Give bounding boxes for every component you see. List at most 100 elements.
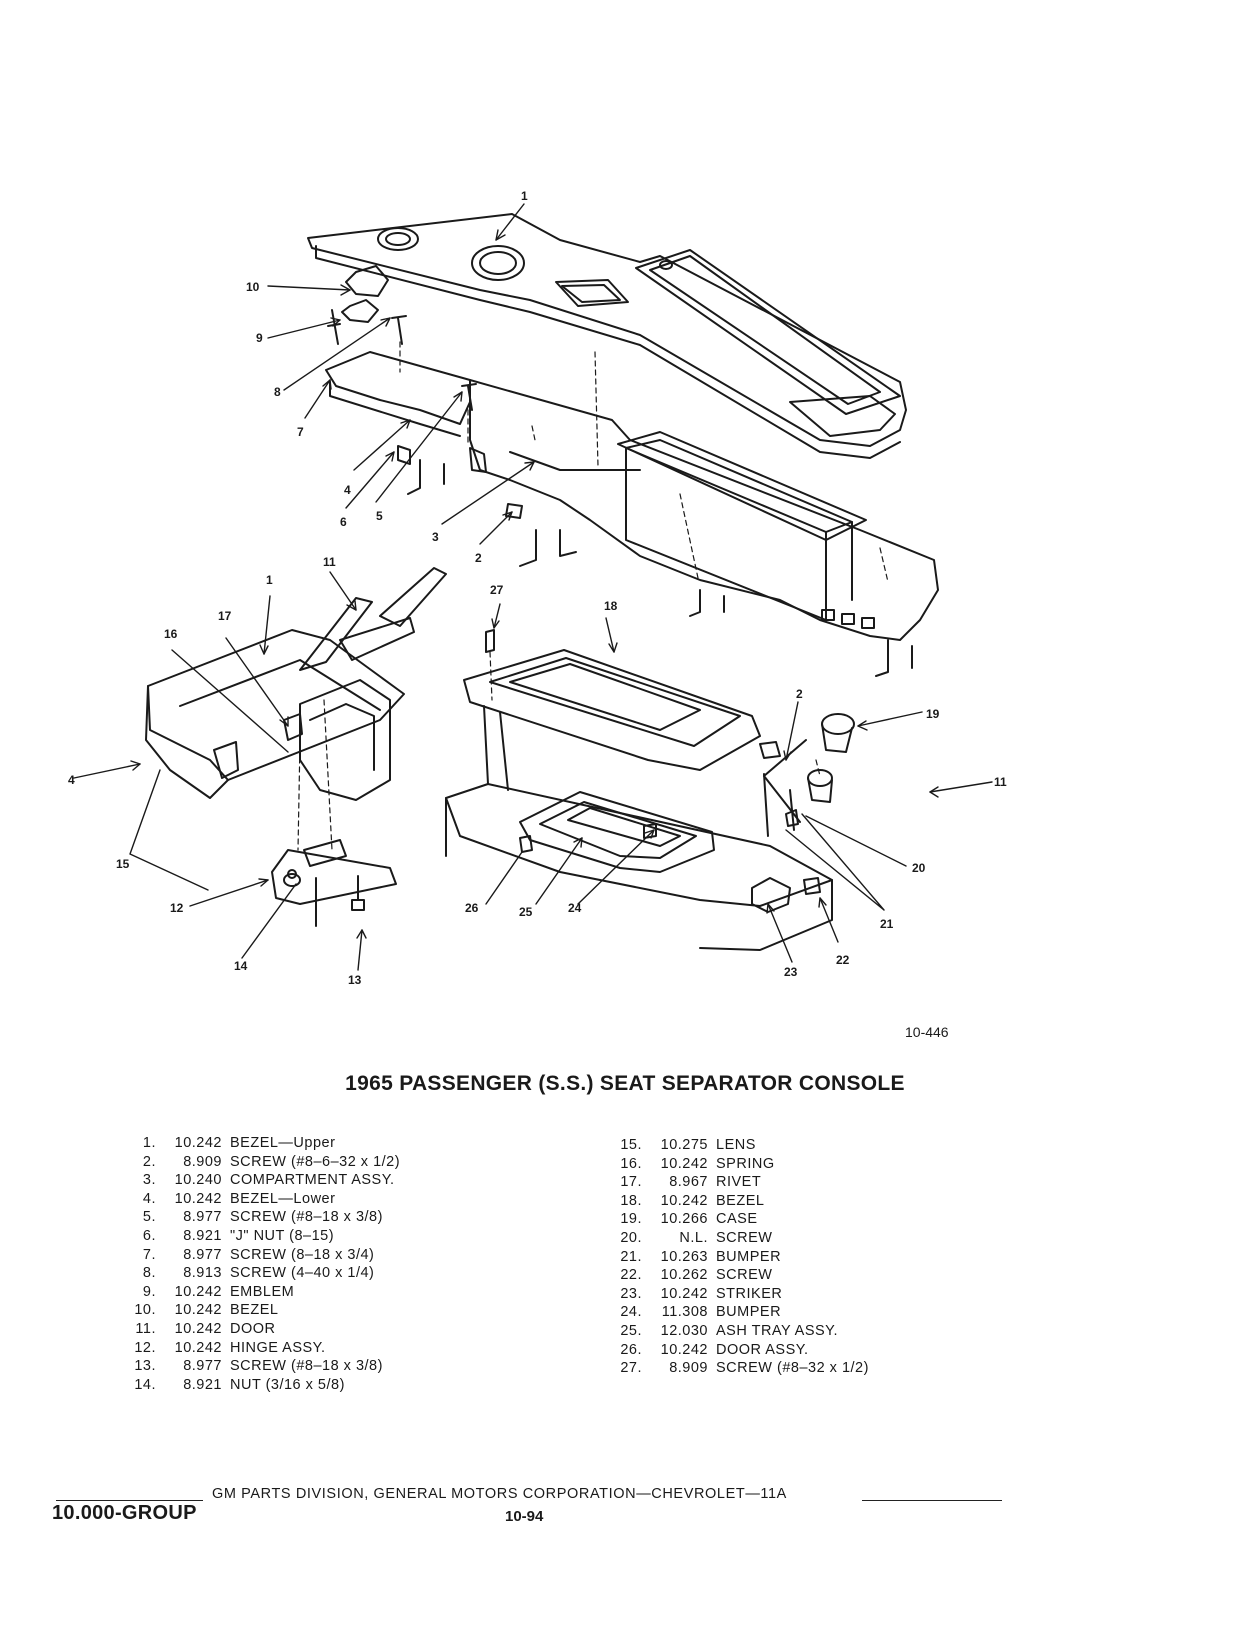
part-description: COMPARTMENT ASSY. — [230, 1172, 395, 1189]
part-number: 4. — [142, 1190, 156, 1207]
part-description: SCREW (#8–32 x 1/2) — [716, 1360, 869, 1377]
page-number: 10-94 — [505, 1508, 544, 1525]
part-description: SCREW (#8–18 x 3/8) — [230, 1358, 383, 1375]
callout-25: 25 — [519, 905, 533, 919]
part-description: SCREW — [716, 1229, 773, 1246]
part-code: N.L. — [679, 1229, 708, 1246]
parts-row: 22. 10.262 SCREW — [614, 1266, 869, 1285]
callout-9: 9 — [256, 331, 263, 345]
callout-1-upper: 1 — [521, 189, 528, 203]
parts-row: 10. 10.242 BEZEL — [128, 1301, 400, 1320]
callout-8: 8 — [274, 385, 281, 399]
callout-26: 26 — [465, 901, 479, 915]
leader-lines — [73, 203, 993, 971]
callout-2-upper: 2 — [475, 551, 482, 565]
lower-cabinet — [445, 705, 833, 951]
part-number: 16. — [620, 1155, 642, 1172]
case-19 — [763, 713, 855, 823]
callout-19: 19 — [926, 707, 940, 721]
part-number: 22. — [620, 1267, 642, 1284]
callout-1-lower: 1 — [266, 573, 273, 587]
small-hardware-upper — [327, 265, 523, 519]
part-description: DOOR — [230, 1320, 276, 1337]
part-number: 23. — [620, 1285, 642, 1302]
callout-6: 6 — [340, 515, 347, 529]
part-description: NUT (3/16 x 5/8) — [230, 1376, 345, 1393]
callout-11-lower: 11 — [994, 775, 1007, 789]
callout-labels: 1 10 9 8 7 4 6 5 3 2 11 1 17 16 27 18 2 … — [68, 189, 1007, 987]
part-number: 21. — [620, 1248, 642, 1265]
callout-7: 7 — [297, 425, 304, 439]
callout-10: 10 — [246, 280, 260, 294]
part-description: SCREW — [716, 1267, 773, 1284]
callout-24: 24 — [568, 901, 582, 915]
callout-22: 22 — [836, 953, 850, 967]
footer-rule-right — [862, 1500, 1002, 1501]
part-number: 20. — [620, 1229, 642, 1246]
part-code: 8.921 — [183, 1227, 222, 1244]
part-code: 12.030 — [660, 1322, 708, 1339]
part-number: 14. — [134, 1376, 156, 1393]
part-number: 17. — [620, 1174, 642, 1191]
part-number: 2. — [142, 1153, 156, 1170]
part-description: BUMPER — [716, 1304, 782, 1321]
part-code: 8.913 — [183, 1265, 222, 1282]
part-description: BEZEL — [230, 1302, 279, 1319]
part-description: BUMPER — [716, 1248, 782, 1265]
part-number: 12. — [134, 1339, 156, 1356]
part-code: 10.240 — [174, 1172, 222, 1189]
part-description: HINGE ASSY. — [230, 1339, 326, 1356]
part-code: 8.977 — [183, 1209, 222, 1226]
callout-12: 12 — [170, 901, 184, 915]
compartment-assy — [407, 379, 939, 677]
part-code: 10.262 — [660, 1267, 708, 1284]
part-code: 8.977 — [183, 1358, 222, 1375]
part-code: 10.242 — [174, 1302, 222, 1319]
group-label: 10.000-GROUP — [52, 1502, 197, 1524]
part-number: 18. — [620, 1192, 642, 1209]
part-code: 10.242 — [174, 1283, 222, 1300]
callout-2-lower: 2 — [796, 687, 803, 701]
part-description: STRIKER — [716, 1285, 783, 1302]
page-title: 1965 PASSENGER (S.S.) SEAT SEPARATOR CON… — [345, 1072, 905, 1095]
part-number: 24. — [620, 1304, 642, 1321]
part-number: 5. — [142, 1209, 156, 1226]
part-code: 10.266 — [660, 1211, 708, 1228]
door-assy-left — [145, 629, 405, 801]
exploded-parts-diagram: 1 10 9 8 7 4 6 5 3 2 11 1 17 16 27 18 2 … — [68, 189, 1007, 987]
parts-row: 20. N.L. SCREW — [614, 1229, 869, 1248]
part-number: 7. — [142, 1246, 156, 1263]
callout-15: 15 — [116, 857, 130, 871]
part-description: BEZEL — [716, 1192, 765, 1209]
callout-13: 13 — [348, 973, 362, 987]
callout-11-upper: 11 — [323, 555, 336, 569]
callout-27: 27 — [490, 583, 504, 597]
part-description: ASH TRAY ASSY. — [716, 1322, 838, 1339]
part-description: BEZEL—Lower — [230, 1190, 336, 1207]
part-description: BEZEL—Upper — [230, 1135, 336, 1151]
ash-tray-assy — [519, 791, 715, 873]
callout-21: 21 — [880, 917, 894, 931]
door-panel-upper — [635, 249, 901, 415]
part-number: 13. — [134, 1358, 156, 1375]
callout-23: 23 — [784, 965, 798, 979]
figure-code: 10-446 — [905, 1024, 949, 1040]
parts-row: 13. 8.977 SCREW (#8–18 x 3/8) — [128, 1357, 400, 1376]
callout-20: 20 — [912, 861, 926, 875]
callout-4-upper: 4 — [344, 483, 351, 497]
bezel-18 — [463, 649, 761, 771]
callout-17: 17 — [218, 609, 232, 623]
part-number: 10. — [134, 1302, 156, 1319]
